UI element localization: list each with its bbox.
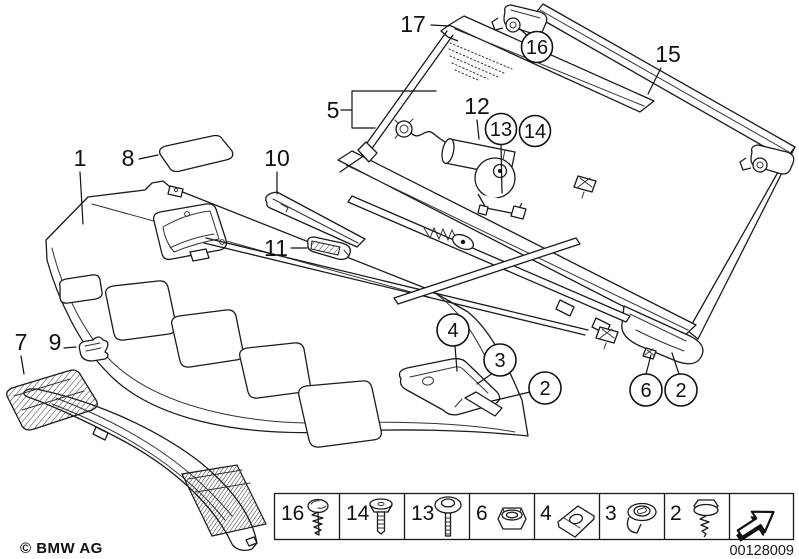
- part-label-15[interactable]: 15: [655, 41, 681, 67]
- legend-cell-3[interactable]: 3: [605, 502, 657, 534]
- legend-14-number: 14: [346, 502, 370, 525]
- cover-plate-8: [158, 134, 234, 173]
- balloon-3[interactable]: 3: [483, 343, 517, 377]
- legend-cell-arrow[interactable]: [730, 502, 782, 549]
- corner-molding: [621, 305, 704, 365]
- blind-cassette-rail: [337, 150, 697, 350]
- frame-clamp-top: [491, 4, 548, 35]
- bracket-11: [306, 236, 351, 261]
- hex-washer-screw-icon: [693, 499, 719, 538]
- legend-cell-14[interactable]: 14: [346, 498, 393, 535]
- copyright-text: © BMW AG: [20, 540, 103, 557]
- balloon-16[interactable]: 16: [520, 30, 554, 64]
- balloon-2-left[interactable]: 2: [528, 371, 562, 405]
- lift-arms: [203, 195, 631, 336]
- balloon-16-number: 16: [526, 37, 548, 59]
- washer-head-screw-icon: [434, 496, 462, 537]
- sunblind-frame-15: [533, 3, 796, 340]
- sunblind-roller-5: [339, 30, 454, 173]
- legend-cell-13[interactable]: 13: [411, 496, 462, 537]
- legend-6-number: 6: [476, 502, 488, 525]
- part-labels: 1 8 10 11 5 12 15 17 7 9: [15, 11, 681, 355]
- direction-arrow-icon: [736, 510, 775, 542]
- legend-cell-6[interactable]: 6: [476, 502, 527, 530]
- fastener-legend: 16 14 13: [273, 492, 795, 549]
- clip-detail-icon: [642, 347, 657, 360]
- legend-13-number: 13: [411, 502, 434, 525]
- balloon-6[interactable]: 6: [629, 373, 663, 407]
- frame-clamp-right: [739, 144, 795, 175]
- part-label-12[interactable]: 12: [464, 93, 490, 119]
- grommet-icon: [626, 502, 657, 534]
- shade-texture: [448, 42, 513, 81]
- balloon-2-number: 2: [675, 380, 686, 402]
- mount-bracket: [398, 357, 503, 417]
- legend-cell-4[interactable]: 4: [540, 502, 595, 538]
- part-label-8[interactable]: 8: [122, 145, 135, 171]
- legend-2-number: 2: [670, 502, 682, 525]
- top-rail-17: [440, 15, 655, 113]
- balloon-3-number: 3: [494, 350, 505, 372]
- clip-flag-icon: [595, 326, 619, 350]
- part-label-9[interactable]: 9: [49, 329, 62, 355]
- clip-nut-icon: [557, 505, 595, 538]
- legend-cell-2[interactable]: 2: [670, 499, 719, 538]
- drive-unit-13-14: [474, 157, 527, 220]
- leader-lines: [20, 24, 680, 402]
- part-label-17[interactable]: 17: [400, 11, 426, 37]
- tapping-screw-icon: [307, 498, 329, 536]
- balloon-14[interactable]: 14: [518, 114, 552, 148]
- balloon-13[interactable]: 13: [484, 112, 518, 146]
- clip-flag-icon: [573, 175, 597, 199]
- legend-16-number: 16: [281, 502, 304, 525]
- countersunk-screw-icon: [369, 498, 393, 535]
- part-label-1[interactable]: 1: [74, 145, 87, 171]
- legend-3-number: 3: [605, 502, 617, 525]
- image-number: 00128009: [729, 543, 794, 559]
- part-label-7[interactable]: 7: [15, 329, 28, 355]
- shelf-compartment: [152, 185, 228, 262]
- balloon-4-number: 4: [447, 320, 458, 342]
- balloon-14-number: 14: [524, 121, 546, 143]
- hex-nut-icon: [497, 507, 527, 530]
- balloon-2-number: 2: [539, 378, 550, 400]
- part-label-5[interactable]: 5: [327, 97, 340, 123]
- part-label-10[interactable]: 10: [264, 145, 290, 171]
- part-label-11[interactable]: 11: [264, 235, 288, 261]
- legend-cell-16[interactable]: 16: [281, 498, 329, 536]
- clip-9: [78, 336, 109, 362]
- legend-4-number: 4: [540, 502, 552, 525]
- shelf-cutouts: [58, 274, 382, 448]
- balloon-13-number: 13: [490, 119, 512, 141]
- balloon-6-number: 6: [640, 380, 651, 402]
- balloon-2-right[interactable]: 2: [664, 373, 698, 407]
- trim-strip-10: [265, 191, 366, 248]
- rubber-mat-7: [6, 369, 98, 431]
- balloon-4[interactable]: 4: [436, 313, 470, 347]
